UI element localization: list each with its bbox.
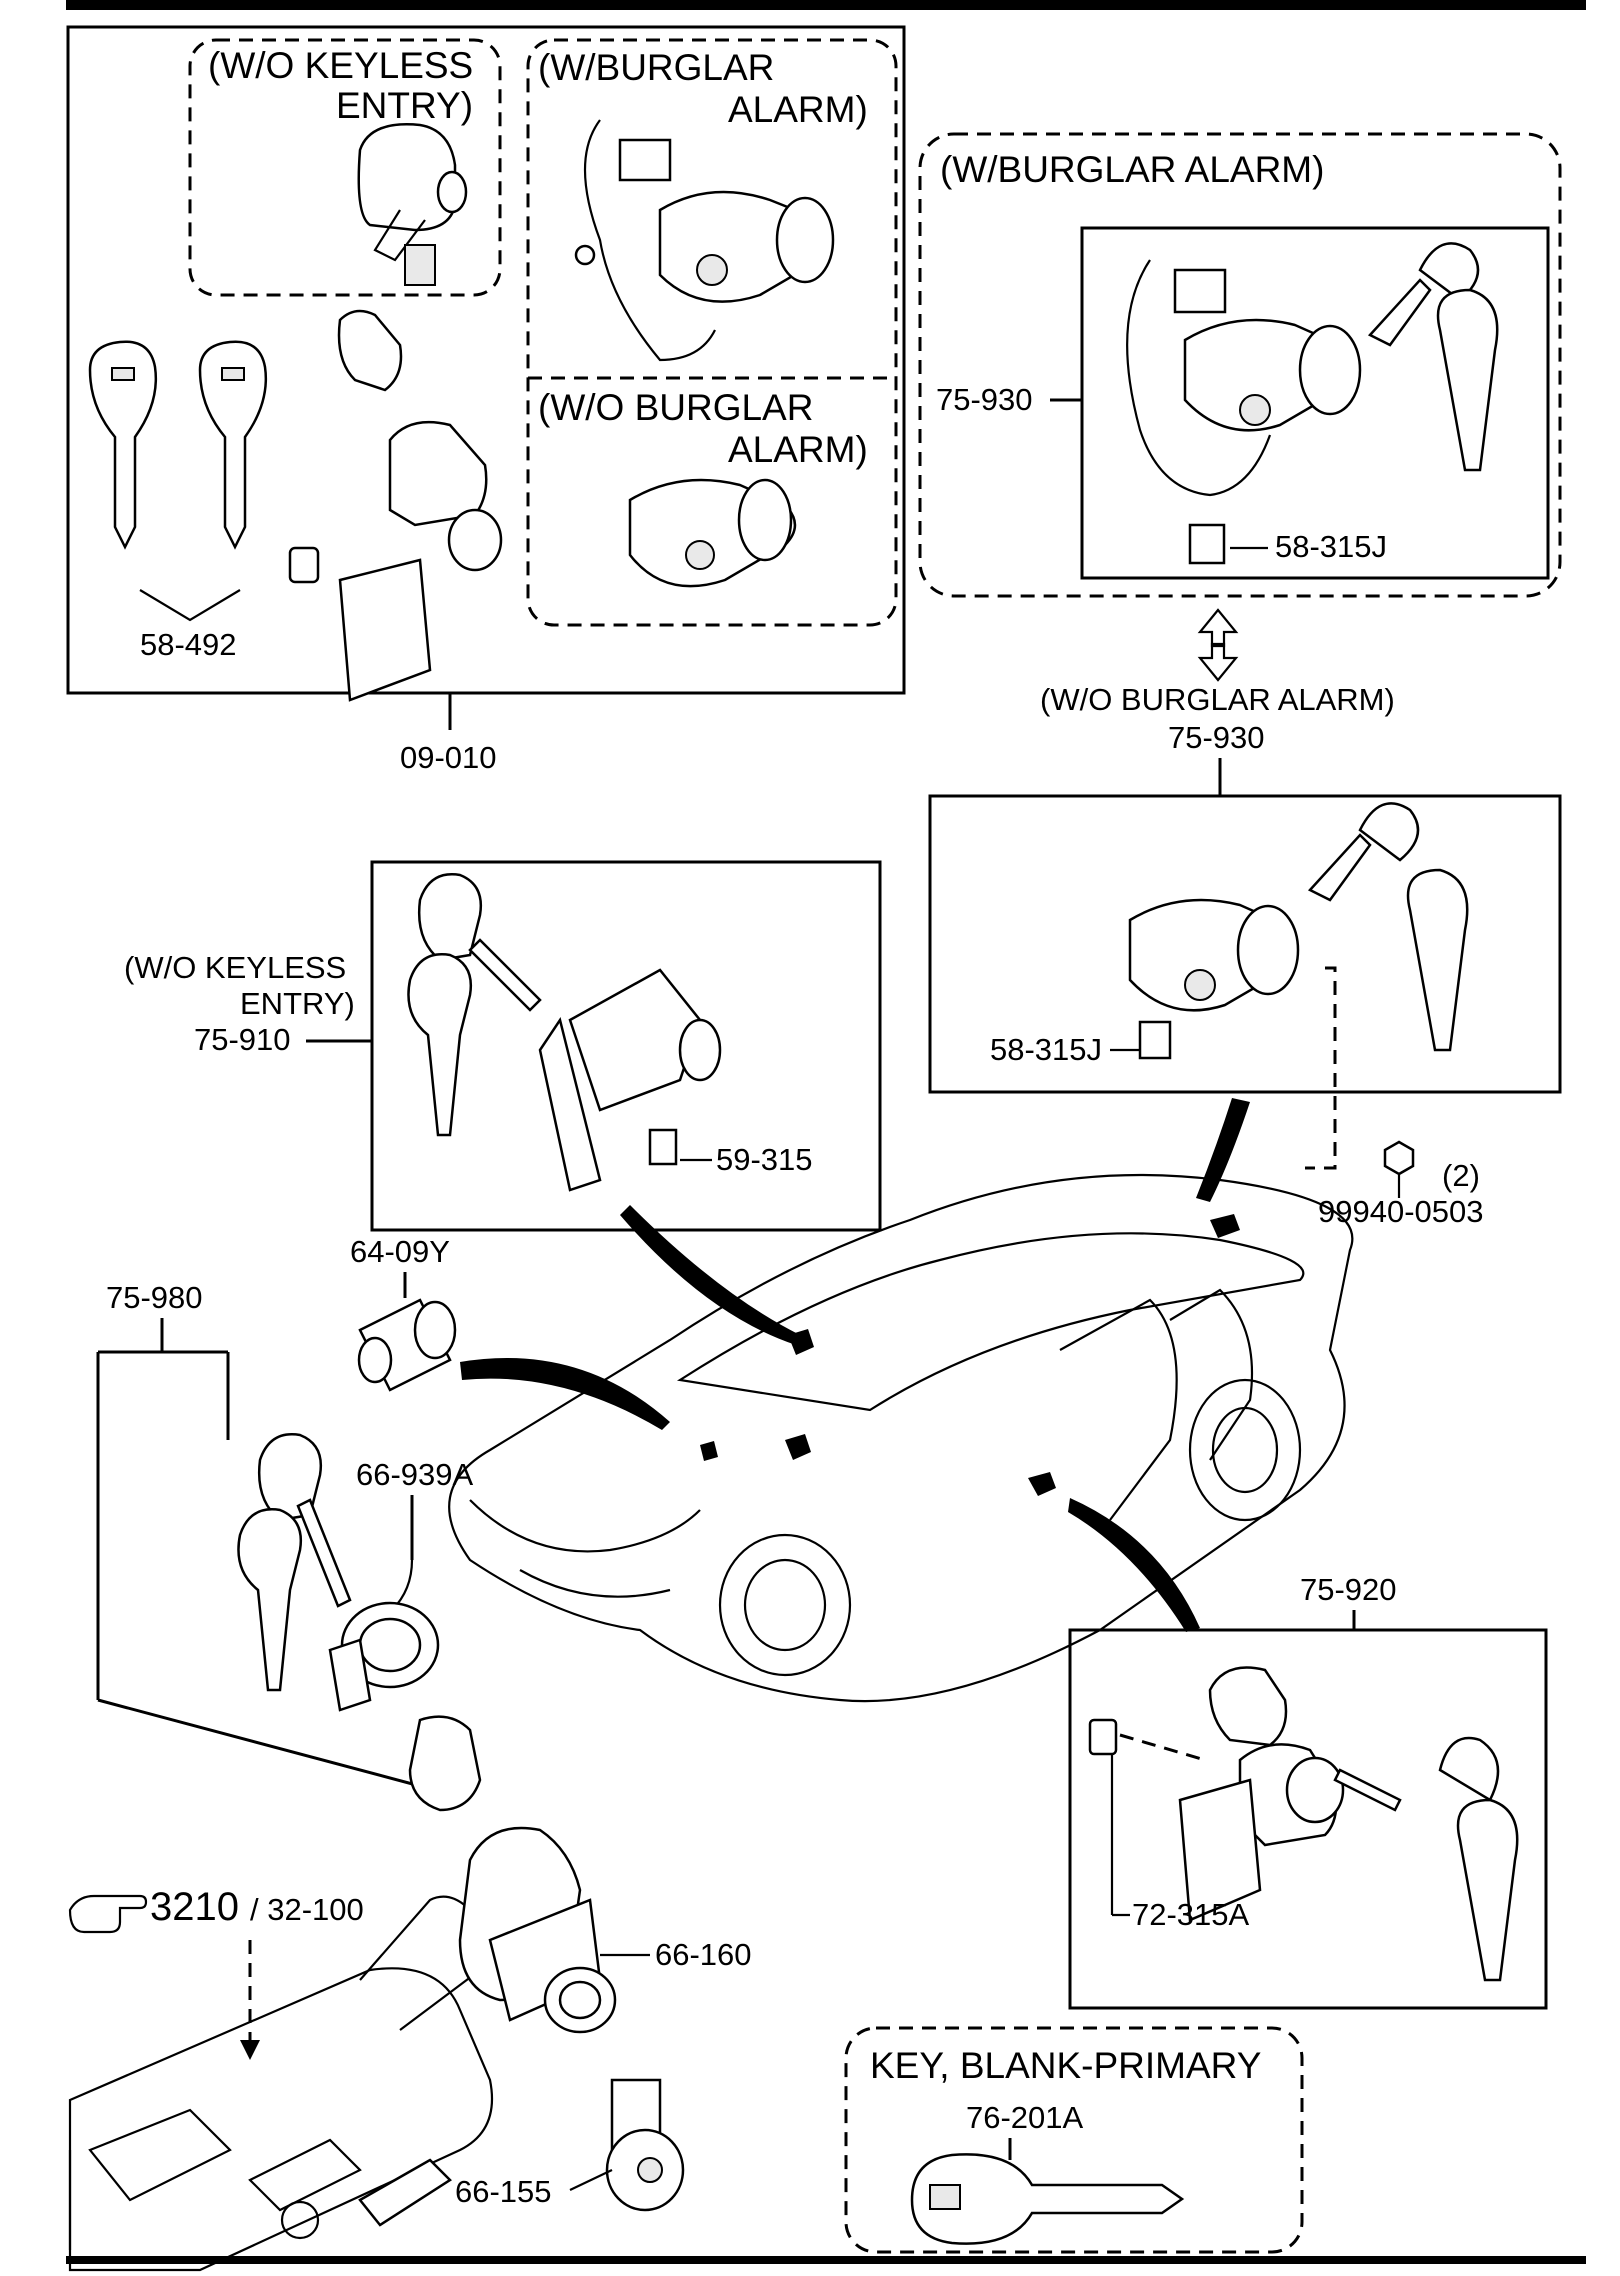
door-lock-75-920-group: 75-920 72-315A <box>1068 1572 1548 2010</box>
steering-lock-66-160-drawing <box>458 1826 617 2034</box>
label-75-910: 75-910 <box>194 1022 291 1057</box>
trunk-lock-no-alarm-group: 58-315J <box>928 794 1562 1170</box>
arrow-to-trunk <box>1196 1098 1250 1202</box>
sedan-car-drawing <box>448 1173 1354 1703</box>
label-09-010: 09-010 <box>400 740 497 775</box>
door-cylinder-small-drawing <box>357 123 468 286</box>
group-label-wo-burglar-alarm-right: (W/O BURGLAR ALARM) <box>1040 682 1395 717</box>
label-75-930-a: 75-930 <box>936 382 1033 417</box>
label-58-492: 58-492 <box>140 627 237 662</box>
label-64-09y: 64-09Y <box>350 1234 450 1269</box>
label-58-315j-a: 58-315J <box>1275 529 1387 564</box>
label-66-939a: 66-939A <box>356 1457 474 1492</box>
group-label-wo-burglar-alarm-top: (W/O BURGLAR <box>538 387 813 428</box>
label-76-201a: 76-201A <box>966 2100 1084 2135</box>
lock-marker-trunk <box>1210 1214 1240 1238</box>
lock-marker-driver-door <box>1028 1472 1056 1496</box>
door-cylinder-no-alarm-drawing <box>628 478 797 588</box>
glove-lock-64-09y-drawing <box>357 1298 457 1392</box>
arrow-to-glove-box <box>460 1358 670 1430</box>
label-58-315j-b: 58-315J <box>990 1032 1102 1067</box>
group-label-key-blank-primary: KEY, BLANK-PRIMARY <box>870 2045 1261 2086</box>
group-label-wo-keyless-entry-mid: (W/O KEYLESS <box>124 950 346 985</box>
lock-marker-75-910 <box>788 1329 814 1355</box>
arrow-to-door-75-910 <box>620 1205 800 1345</box>
steering-column-drawing <box>68 1895 494 2272</box>
keys-58-492-drawing <box>88 340 267 622</box>
label-59-315: 59-315 <box>716 1142 813 1177</box>
door-lock-75-910-group: (W/O KEYLESS ENTRY) 75-910 59-315 <box>124 860 882 1232</box>
group-label-w-burglar-alarm-right: (W/BURGLAR ALARM) <box>940 149 1324 190</box>
label-75-920: 75-920 <box>1300 1572 1397 1607</box>
door-cylinder-alarm-drawing <box>574 119 835 362</box>
ignition-switch-66-155-drawing <box>605 2078 685 2212</box>
label-nut-qty: (2) <box>1442 1158 1480 1193</box>
group-label-wo-keyless-entry-top: (W/O KEYLESS <box>208 45 473 86</box>
swap-arrows-icon <box>1197 608 1239 682</box>
nut-99940-0503 <box>1383 1140 1415 1198</box>
group-label-w-burglar-alarm-top: (W/BURGLAR <box>538 47 774 88</box>
top-border-bar <box>66 0 1586 10</box>
lock-assembly-drawing <box>288 309 503 702</box>
label-72-315a: 72-315A <box>1132 1897 1250 1932</box>
label-66-160: 66-160 <box>655 1937 752 1972</box>
pointing-hand-icon <box>68 1894 148 1934</box>
lock-marker-glove <box>785 1434 811 1460</box>
lock-set-09-010-group: (W/O KEYLESS ENTRY) (W/BURGLAR ALARM) (W… <box>66 25 906 775</box>
trunk-lock-alarm-group: (W/BURGLAR ALARM) 75-930 58-315J <box>918 132 1562 598</box>
svg-text:ENTRY): ENTRY) <box>336 85 473 126</box>
lock-marker-ignition <box>700 1441 718 1461</box>
svg-text:ALARM): ALARM) <box>728 429 868 470</box>
arrow-to-door-75-920 <box>1068 1498 1200 1632</box>
label-75-980: 75-980 <box>106 1280 203 1315</box>
label-75-930-b: 75-930 <box>1168 720 1265 755</box>
label-99940-0503: 99940-0503 <box>1318 1194 1484 1229</box>
svg-text:ALARM): ALARM) <box>728 89 868 130</box>
bottom-border-bar <box>66 2256 1586 2264</box>
key-76-201a-drawing <box>910 2153 1185 2245</box>
label-ref-32-100: / 32-100 <box>250 1892 364 1927</box>
label-66-155: 66-155 <box>455 2174 552 2209</box>
svg-text:ENTRY): ENTRY) <box>240 986 355 1021</box>
ignition-set-75-980-group: 75-980 66-939A <box>96 1280 482 1812</box>
label-ref-3210: 3210 <box>150 1885 239 1929</box>
key-blank-primary-group: KEY, BLANK-PRIMARY 76-201A <box>844 2026 1304 2254</box>
